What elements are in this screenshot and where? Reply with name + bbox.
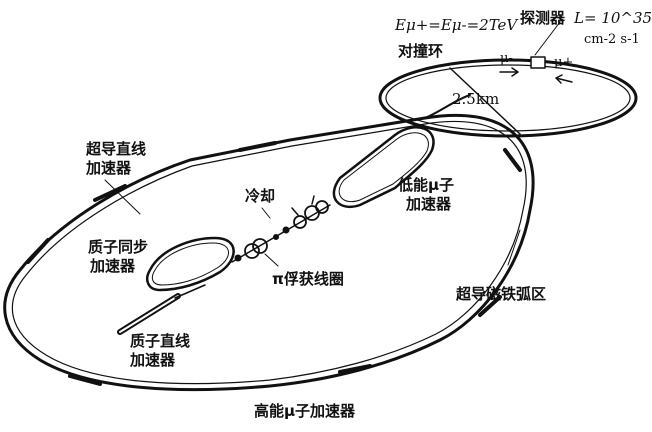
magnet-segment — [68, 374, 102, 386]
sc-linac-label: 超导直线加速器 — [86, 140, 147, 177]
mu-minus-arrow — [499, 67, 519, 77]
muon-collider-diagram — [3, 21, 638, 392]
ring-diameter-line — [449, 67, 521, 135]
cooling-label: 冷却 — [245, 187, 276, 205]
magnet-segment — [26, 238, 50, 264]
collider-ring-label: 对撞环 — [398, 42, 444, 60]
proton-linac-label: 质子直线加速器 — [130, 332, 191, 369]
pi-capture-label: π俘获线圈 — [272, 270, 344, 288]
luminosity-units: cm-2 s-1 — [584, 32, 640, 47]
mu-plus-arrow — [555, 74, 573, 84]
magnet-segment — [238, 141, 277, 152]
luminosity-label: L= 10^35 — [574, 9, 652, 27]
low-energy-accelerator — [332, 126, 435, 208]
magnet-segment — [478, 295, 502, 317]
pi-capture-coil — [244, 243, 260, 259]
detector-box — [530, 56, 546, 69]
magnet-segment — [93, 184, 127, 202]
low-energy-mu-label: 低能μ子加速器 — [398, 176, 455, 213]
mu-minus-label: μ- — [500, 51, 513, 66]
high-energy-accelerator-ring — [3, 113, 535, 392]
magnet-segment — [338, 364, 372, 374]
proton-synchrotron-label: 质子同步加速器 — [88, 238, 149, 275]
sc-arc-label: 超导磁铁弧区 — [456, 285, 547, 303]
energy-formula: Eμ+=Eμ-=2TeV — [395, 16, 518, 34]
ring-size-label: 2.5km — [452, 90, 500, 108]
collider-ring — [378, 58, 638, 138]
mu-plus-label: μ+ — [554, 55, 574, 70]
magnet-segment — [503, 148, 522, 172]
capture-channel — [231, 204, 331, 263]
proton-synchrotron-ring — [146, 236, 235, 292]
high-energy-mu-label: 高能μ子加速器 — [254, 402, 356, 420]
detector-label: 探测器 — [520, 9, 566, 27]
cooling-element — [293, 215, 307, 229]
